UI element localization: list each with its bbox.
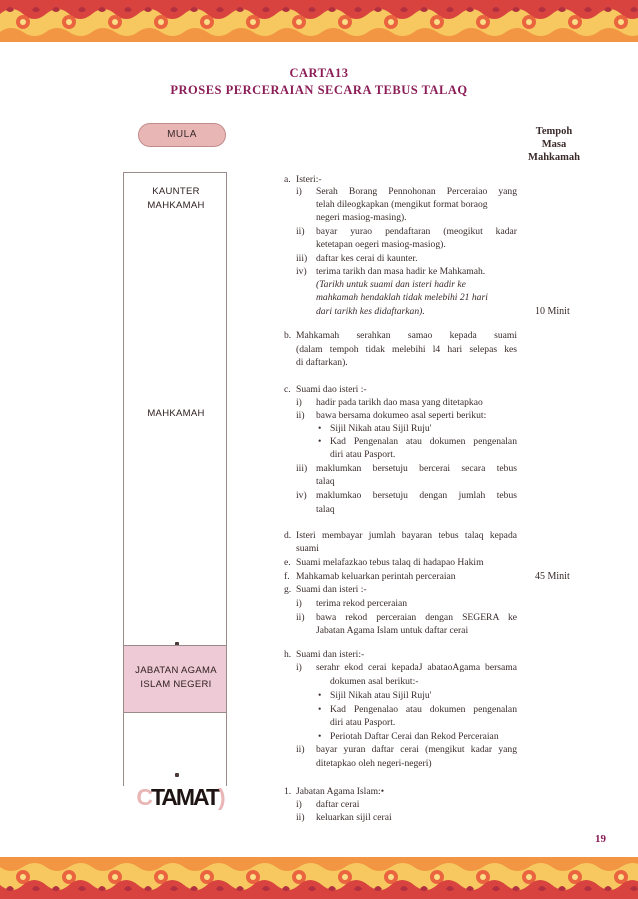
step-c-bullet: Kad Pengenalan atau dokumen pengenalan <box>330 436 517 448</box>
step-h-ii-marker: ii) <box>296 744 305 756</box>
step-c-bullet: Sijil Nikah atau Sijil Ruju' <box>330 423 431 435</box>
stage-jabatan-agama: JABATAN AGAMA ISLAM NEGERI <box>123 645 227 713</box>
step-c-ii-marker: ii) <box>296 410 305 422</box>
chart-number-title: CARTA13 <box>0 66 638 81</box>
end-suffix: ) <box>218 784 224 810</box>
step-h-ii-text: bayar yuran daftar cerai (mengikut kadar… <box>316 744 517 756</box>
duration-label: 10 Minit <box>535 306 570 317</box>
end-label: TAMAT <box>151 784 218 810</box>
page-title: PROSES PERCERAIAN SECARA TEBUS TALAQ <box>0 83 638 98</box>
step-h-bullet: diri atau Pasport. <box>330 717 395 729</box>
bullet-icon: • <box>318 731 321 743</box>
step-c-head: Suami dao isteri :- <box>296 384 367 396</box>
end-prefix: C <box>136 784 151 810</box>
stage-kaunter-mahkamah: KAUNTER MAHKAMAH <box>123 172 227 374</box>
step-c-iii-text: maklumkan bersetuju bercerai secara tebu… <box>316 463 517 475</box>
step-a-head: Isteri:- <box>296 174 322 186</box>
step-d-text: Isteri membayar jumlah bayaran tebus tal… <box>296 530 517 542</box>
step-a-note: (Tarikh untuk suami dan isteri hadir ke <box>316 279 466 291</box>
step-i-head: Jabatan Agama Islam:• <box>296 786 384 798</box>
step-a-note: mahkamah hendaklah tidak melebihi 21 har… <box>316 292 488 304</box>
step-a-ii-text: bayar yurao pendaftaran (meogikut kadar <box>316 226 517 238</box>
header-line-3: Mahkamah <box>512 151 596 164</box>
step-a-iii-marker: iii) <box>296 253 307 265</box>
step-a-marker: a. <box>284 174 291 186</box>
step-d-marker: d. <box>284 530 291 542</box>
page-number: 19 <box>595 833 606 845</box>
step-c-i-marker: i) <box>296 397 302 409</box>
stage-mahkamah: MAHKAMAH <box>123 374 227 645</box>
step-h-head: Suami dan isteri:- <box>296 649 364 661</box>
step-b-text: di daftarkan). <box>296 357 348 369</box>
bullet-icon: • <box>318 690 321 702</box>
step-d-text: suami <box>296 543 319 555</box>
step-b-text: Mahkamah serahkan samao kepada suami <box>296 330 517 342</box>
step-a-iv-marker: iv) <box>296 266 307 278</box>
bottom-decorative-band <box>0 857 638 899</box>
bullet-icon: • <box>318 436 321 448</box>
step-a-i-text: telah dileogkapkan (mengikut format bora… <box>316 199 488 211</box>
end-node: CTAMAT) <box>132 784 228 811</box>
step-c-iii-marker: iii) <box>296 463 307 475</box>
top-decorative-band <box>0 0 638 42</box>
step-h-bullet: Kad Pengenalao atau dokumen pengenalan <box>330 704 517 716</box>
header-line-1: Tempoh <box>512 125 596 138</box>
bullet-icon: • <box>318 704 321 716</box>
step-g-i-text: terima rekod perceraian <box>316 598 407 610</box>
stage-connector <box>123 713 227 786</box>
step-b-marker: b. <box>284 330 291 342</box>
step-i-i-text: daftar cerai <box>316 799 359 811</box>
step-c-bullet: diri atau Pasport. <box>330 449 395 461</box>
start-node: MULA <box>138 123 226 147</box>
step-h-bullet: Sijil Nikah atau Sijil Ruju' <box>330 690 431 702</box>
step-h-i-text: serahr ekod cerai kepadaJ abataoAgama be… <box>316 662 517 674</box>
stage-label-line: JABATAN AGAMA <box>124 664 228 678</box>
step-i-ii-marker: ii) <box>296 812 305 824</box>
step-g-ii-text: Jabatan Agama Islam untuk daftar cerai <box>316 625 468 637</box>
step-a-iii-text: daftar kes cerai di kaunter. <box>316 253 417 265</box>
step-g-marker: g. <box>284 584 291 596</box>
step-c-ii-text: bawa bersama dokumeo asal seperti beriku… <box>316 410 486 422</box>
header-line-2: Masa <box>512 138 596 151</box>
step-g-head: Suami dan isteri :- <box>296 584 367 596</box>
step-h-i-text: dokumen asal berikut:- <box>330 676 418 688</box>
step-a-ii-text: ketetapan oegeri masiog-masiog). <box>316 239 446 251</box>
step-g-i-marker: i) <box>296 598 302 610</box>
step-c-iv-text: talaq <box>316 504 335 516</box>
duration-label: 45 Minit <box>535 571 570 582</box>
step-f-marker: f. <box>284 571 290 583</box>
step-c-iv-marker: iv) <box>296 490 307 502</box>
step-c-iv-text: maklumkao bersetuju dengan jumlah tebus <box>316 490 517 502</box>
step-c-i-text: hadir pada tarikh dao masa yang ditetapk… <box>316 397 483 409</box>
step-g-ii-marker: ii) <box>296 612 305 624</box>
stage-label-line: KAUNTER <box>124 185 228 199</box>
step-a-i-text: Serah Borang Pennohonan Perceraiao yang <box>316 186 517 198</box>
stage-label-line: MAHKAMAH <box>124 407 228 421</box>
bullet-icon: • <box>318 423 321 435</box>
connector-dot <box>175 773 179 777</box>
step-a-i-marker: i) <box>296 186 302 198</box>
step-a-iv-text: terima tarikh dan masa hadir ke Mahkamah… <box>316 266 485 278</box>
step-i-ii-text: keluarkan sijil cerai <box>316 812 392 824</box>
step-h-bullet: Periotah Daftar Cerai dan Rekod Percerai… <box>330 731 499 743</box>
step-h-marker: h. <box>284 649 291 661</box>
step-e-text: Suami melafazkao tebus talaq di hadapao … <box>296 557 484 569</box>
time-column-header: Tempoh Masa Mahkamah <box>512 125 596 164</box>
stage-label-line: ISLAM NEGERI <box>124 678 228 692</box>
step-i-i-marker: i) <box>296 799 302 811</box>
step-h-i-marker: i) <box>296 662 302 674</box>
stage-label-line: MAHKAMAH <box>124 199 228 213</box>
step-a-ii-marker: ii) <box>296 226 305 238</box>
step-f-text: Mahkamab keluarkan perintah perceraian <box>296 571 456 583</box>
step-b-text: (dalam tempoh tidak melebihi l4 hari sel… <box>296 344 517 356</box>
step-g-ii-text: bawa rekod perceraian dengan SEGERA ke <box>316 612 517 624</box>
step-h-ii-text: ditetapkao oleh negeri-negeri) <box>316 758 432 770</box>
step-a-i-text: negeri masiog-masing). <box>316 212 407 224</box>
step-e-marker: e. <box>284 557 291 569</box>
step-c-iii-text: talaq <box>316 476 335 488</box>
step-i-marker: 1. <box>284 786 291 798</box>
step-a-note: dari tarikh kes didaftarkan). <box>316 306 425 318</box>
step-c-marker: c. <box>284 384 291 396</box>
